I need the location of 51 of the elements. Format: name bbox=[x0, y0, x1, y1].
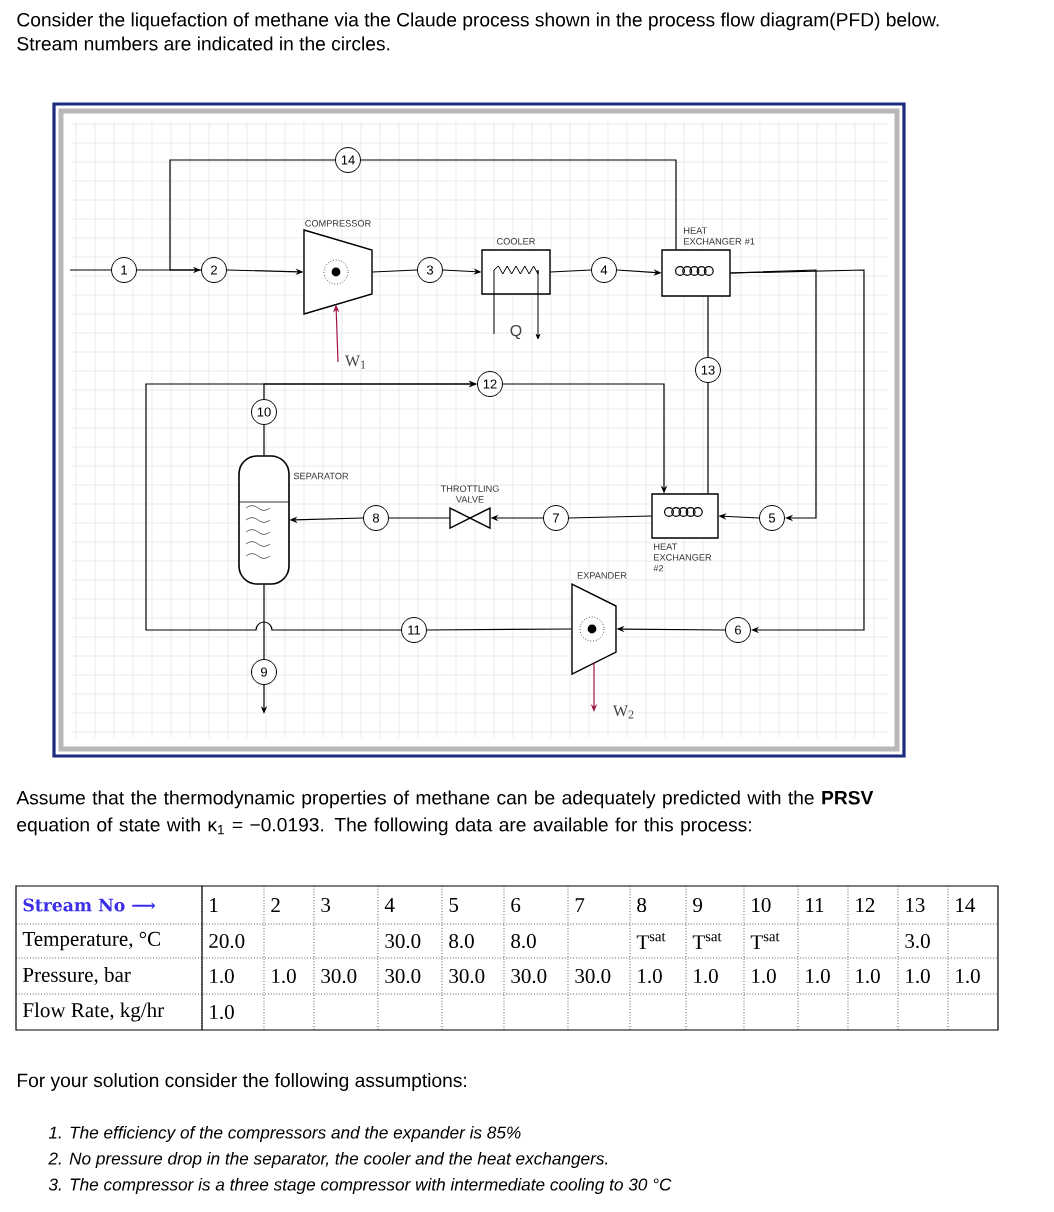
table-cell: 6 bbox=[511, 897, 521, 913]
table-cell: 10 bbox=[752, 897, 771, 913]
table-cell: 1.0 bbox=[638, 968, 662, 984]
table-cell: 4 bbox=[384, 898, 395, 912]
stream-arrow bbox=[729, 269, 865, 634]
table-cell: 20.0 bbox=[209, 933, 245, 949]
list-item: 3. The compressor is a three stage compressor with intermediate cooling to 30 °C bbox=[48, 1178, 672, 1195]
table-cell: T$^{sat}$ bbox=[692, 932, 722, 950]
table-cell: 1 bbox=[210, 898, 218, 912]
table-cell: 9 bbox=[693, 897, 702, 913]
table-cell: 1.0 bbox=[752, 968, 776, 984]
heat-label: Q bbox=[510, 324, 522, 340]
table-cell: 14 bbox=[956, 898, 976, 912]
list-item: 2. No pressure drop in the separator, the cooler and the heat exchangers. bbox=[48, 1152, 608, 1169]
assumption-paragraph: Assume that the thermodynamic properties of methane can be adequately predicted with the PRSV equation of state with κ$_{1}$ = −0.0193. The following data are available for this process: bbox=[16, 790, 874, 836]
work-label: W$_{2}$ bbox=[612, 705, 634, 719]
table-cell: 12 bbox=[856, 898, 875, 912]
table-cell: 3 bbox=[321, 897, 331, 913]
table-cell: 1.0 bbox=[210, 968, 234, 984]
note-heading: For your solution consider the following assumptions: bbox=[17, 1073, 466, 1091]
table-cell: 1.0 bbox=[806, 968, 830, 984]
table-cell: 8.0 bbox=[449, 933, 474, 949]
table-cell: 13 bbox=[906, 897, 925, 913]
table-cell: 8 bbox=[637, 897, 647, 913]
table-cell: 30.0 bbox=[385, 933, 421, 949]
table-cell: 30.0 bbox=[575, 968, 611, 984]
table-cell: 11 bbox=[806, 898, 824, 912]
table-cell: 3.0 bbox=[905, 933, 930, 949]
table-cell: 1.0 bbox=[210, 1004, 234, 1020]
table-cell: 2 bbox=[271, 898, 280, 912]
table-cell: 30.0 bbox=[511, 968, 547, 984]
table-cell: 8.0 bbox=[511, 933, 536, 949]
list-item: 1. The efficiency of the compressors and the expander is 85% bbox=[48, 1126, 521, 1143]
table-cell: 5 bbox=[449, 898, 459, 912]
table-cell: 30.0 bbox=[321, 968, 357, 984]
table-cell: Temperature, °C bbox=[22, 931, 160, 951]
table-cell: 1.0 bbox=[856, 968, 880, 984]
table-cell: 1.0 bbox=[694, 968, 718, 984]
intro-paragraph: Consider the liquefaction of methane via the Claude process shown in the process flow diagram(PFD) below. Stream numbers are indicated in the circles. bbox=[17, 12, 939, 51]
table-cell: 30.0 bbox=[449, 968, 485, 984]
table-cell: Pressure, bar bbox=[23, 967, 131, 985]
table-cell: 1.0 bbox=[956, 968, 980, 984]
table-cell: 30.0 bbox=[385, 968, 421, 984]
table-cell: 1.0 bbox=[272, 968, 296, 984]
table-cell: Stream No ⟶ bbox=[23, 898, 156, 912]
table-cell: 7 bbox=[575, 898, 585, 912]
table-cell: T$^{sat}$ bbox=[636, 932, 666, 950]
table-cell: 1.0 bbox=[906, 968, 930, 984]
table-cell: T$^{sat}$ bbox=[750, 932, 780, 950]
table-cell: Flow Rate, kg/hr bbox=[23, 1002, 164, 1022]
work-label: W$_{1}$ bbox=[344, 355, 366, 369]
